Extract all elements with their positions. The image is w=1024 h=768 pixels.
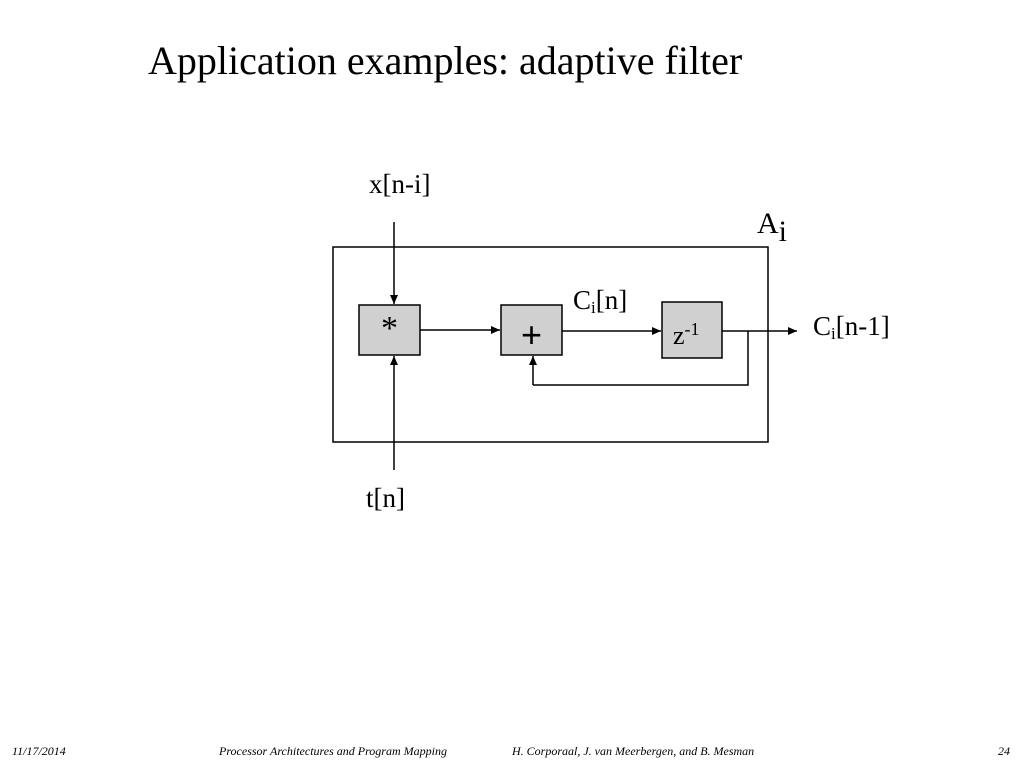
multiply-symbol: * (381, 310, 398, 347)
slide-title: Application examples: adaptive filter (148, 38, 743, 83)
container-label-base: A (757, 207, 779, 240)
input-bottom-label: t[n] (366, 483, 405, 513)
delay-symbol: z-1 (673, 320, 700, 352)
internal-label-sub: i (591, 298, 596, 317)
delay-block (661, 301, 723, 359)
footer-course: Processor Architectures and Program Mapp… (219, 744, 447, 758)
internal-label-rest: [n] (595, 285, 628, 315)
footer-authors: H. Corporaal, J. van Meerbergen, and B. … (512, 744, 755, 758)
container-box (332, 246, 769, 443)
output-label-rest: [n-1] (835, 311, 890, 341)
add-symbol: + (520, 314, 543, 355)
container-label: Ai (757, 207, 787, 247)
footer-page-number: 24 (998, 744, 1010, 758)
output-signal-label: Ci[n-1] (813, 310, 890, 342)
internal-label-base: C (573, 285, 592, 315)
input-top-label: x[n-i] (369, 169, 431, 199)
output-label-sub: i (831, 324, 836, 343)
container-label-sub: i (778, 215, 788, 248)
multiply-block (358, 304, 421, 356)
delay-base: z (673, 321, 685, 350)
output-label-base: C (813, 311, 832, 341)
internal-signal-label: Ci[n] (573, 284, 627, 316)
add-block (500, 304, 563, 356)
footer-date: 11/17/2014 (12, 744, 66, 758)
delay-exponent: -1 (684, 319, 700, 339)
feedback-loop-line (533, 331, 749, 386)
